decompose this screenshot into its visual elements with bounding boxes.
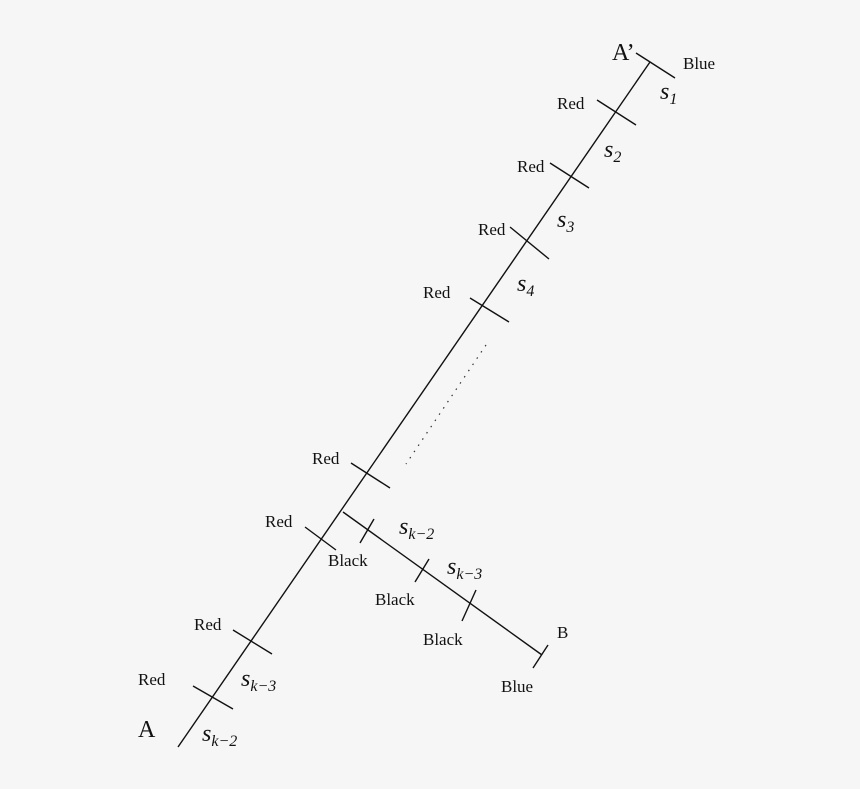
segment-label-sk3-branch: sk−3: [447, 555, 482, 583]
point-label-a: A: [138, 717, 156, 743]
tick-label-black-2: Black: [375, 590, 415, 609]
point-label-b: B: [557, 623, 569, 642]
ellipsis-dotted-line: [405, 344, 487, 465]
tick-red-6: [304, 526, 337, 551]
tick-red-3: [509, 226, 550, 260]
segment-s3-sub: 3: [566, 219, 575, 236]
tick-blue-end: [532, 644, 549, 669]
segment-label-s3: s3: [557, 208, 574, 236]
tick-red-4: [469, 297, 510, 323]
main-line: [177, 61, 651, 748]
tick-label-black-1: Black: [328, 551, 368, 570]
segment-sk3-sub: k−3: [250, 678, 277, 695]
segment-s2-sub: 2: [613, 149, 622, 166]
tick-blue-top: [635, 52, 676, 79]
tick-label-blue-end: Blue: [501, 677, 534, 696]
tick-label-red-1: Red: [557, 94, 585, 113]
tick-label-red-2: Red: [517, 157, 545, 176]
segment-s1-base: s: [660, 79, 670, 105]
tick-label-red-8: Red: [138, 670, 166, 689]
segment-s4-sub: 4: [526, 283, 535, 300]
branch-sk3-sub: k−3: [456, 566, 483, 583]
segment-label-s1: s1: [660, 80, 677, 108]
tick-red-2: [549, 162, 590, 189]
segment-label-sk2-branch: sk−2: [399, 515, 434, 543]
tick-label-red-6: Red: [265, 512, 293, 531]
tick-red-1: [596, 99, 637, 126]
segment-s1-sub: 1: [669, 91, 678, 108]
segment-label-s4: s4: [517, 272, 534, 300]
tick-red-7: [232, 629, 273, 655]
tick-black-3: [461, 589, 477, 622]
tick-label-red-5: Red: [312, 449, 340, 468]
branch-sk2-sub: k−2: [408, 526, 435, 543]
tick-label-red-7: Red: [194, 615, 222, 634]
segment-sk3-base: s: [241, 666, 251, 692]
point-label-a-prime: A’: [612, 40, 635, 66]
segment-s4-base: s: [517, 271, 527, 297]
tick-label-red-3: Red: [478, 220, 506, 239]
segment-label-s2: s2: [604, 138, 621, 166]
segment-label-sk3-main: sk−3: [241, 667, 276, 695]
branch-line: [342, 511, 543, 656]
segment-label-sk2-main: sk−2: [202, 722, 237, 750]
segment-sk2-base: s: [202, 721, 212, 747]
branch-sk3-base: s: [447, 554, 457, 580]
tick-red-8: [192, 685, 234, 710]
tick-label-blue-top: Blue: [683, 54, 716, 73]
tick-red-5: [350, 462, 391, 489]
tick-label-red-4: Red: [423, 283, 451, 302]
segment-s3-base: s: [557, 207, 567, 233]
tick-label-black-3: Black: [423, 630, 463, 649]
segment-sk2-sub: k−2: [211, 733, 238, 750]
tick-black-2: [414, 558, 430, 583]
branch-sk2-base: s: [399, 514, 409, 540]
segment-s2-base: s: [604, 137, 614, 163]
tick-black-1: [359, 518, 375, 544]
